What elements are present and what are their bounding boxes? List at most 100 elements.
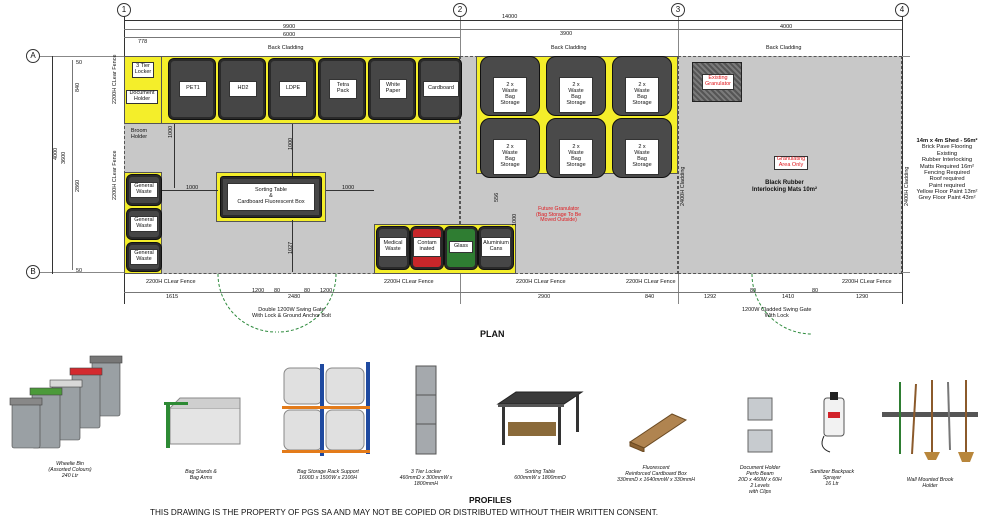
- dim-556: 556: [494, 192, 500, 202]
- bag-storage-4: 2 x Waste Bag Storage: [480, 118, 540, 178]
- dim-line-1027: [292, 220, 293, 272]
- fence-left-top: 2200H CLear Fence: [112, 54, 118, 104]
- grid-marker-2: 2: [453, 3, 467, 17]
- profile-caption-bag-stands: Bag Stands & Bag Arms: [185, 469, 217, 481]
- sorting-table-label: Sorting Table & Cardboard Fluorescent Bo…: [227, 183, 315, 211]
- bag-label: 2 x Waste Bag Storage: [559, 77, 593, 113]
- profile-caption-wheelie: Wheelie Bin (Assorted Colours) 240 Ltr: [48, 461, 92, 479]
- dim-line-left-inner: [72, 60, 73, 270]
- sorting-table: Sorting Table & Cardboard Fluorescent Bo…: [220, 176, 322, 218]
- bin-label: Contam inated: [413, 237, 441, 257]
- spec-list: 14m x 4m Shed - 56m² Brick Pave Flooring…: [905, 138, 989, 202]
- rubber-mats-label: Black Rubber Interlocking Mats 10m²: [752, 180, 818, 193]
- back-cladding-3: Back Cladding: [766, 45, 802, 51]
- dim-1290: 1290: [856, 294, 869, 300]
- bin-general-3: General Waste: [126, 242, 162, 272]
- footer-disclaimer: THIS DRAWING IS THE PROPERTY OF PGS SA A…: [150, 508, 658, 517]
- locker-label: 3 Tier Locker: [132, 62, 154, 78]
- bag-storage-6: 2 x Waste Bag Storage: [612, 118, 672, 178]
- bin-aluminium-cans: Aluminium Cans: [478, 226, 514, 270]
- bin-general-2: General Waste: [126, 208, 162, 240]
- bag-label: 2 x Waste Bag Storage: [625, 139, 659, 175]
- bin-label: General Waste: [130, 182, 158, 198]
- bin-label: LDPE: [279, 81, 307, 97]
- dim-1200b: 1200: [320, 288, 333, 294]
- bin-label: General Waste: [130, 249, 158, 265]
- bin-contaminated: Contam inated: [410, 226, 444, 270]
- bin-hd2: HD2: [218, 58, 266, 120]
- dim-4000-top: 4000: [780, 24, 793, 30]
- gate-2-label: 1200W Cladded Swing Gate With Lock: [742, 307, 812, 320]
- dim-1000a: 1000: [168, 125, 174, 138]
- gate-1-label: Double 1200W Swing Gate With Lock & Grou…: [252, 307, 331, 320]
- dim-2480: 2480: [288, 294, 301, 300]
- profile-caption-broom-holder: Wall Mounted Brook Holder: [906, 477, 954, 489]
- existing-granulator: Existing Granulator: [692, 62, 742, 102]
- bag-rack-image: [282, 362, 370, 456]
- dim-9900: 9900: [283, 24, 296, 30]
- existing-granulator-label: Existing Granulator: [702, 74, 734, 90]
- fluorescent-box-image: [628, 413, 688, 452]
- grid-marker-B: B: [26, 265, 40, 279]
- spec-item: Paint required: [928, 182, 966, 189]
- dim-left-3600: 3600: [61, 151, 67, 164]
- cladding-right-mid: 2400H Cladding: [680, 166, 686, 206]
- profile-caption-fluorescent-box: Fluorescent Reinforced Cardboard Box 330…: [616, 465, 696, 483]
- spec-item: Matts Required 16m²: [919, 163, 975, 170]
- dim-left-2860: 2860: [75, 179, 81, 192]
- dim-overall: 14000: [502, 14, 518, 20]
- spec-item: Roof required: [929, 176, 965, 183]
- dim-1000d: 1000: [342, 185, 355, 191]
- grid-marker-3: 3: [671, 3, 685, 17]
- back-cladding-1: Back Cladding: [268, 45, 304, 51]
- bin-label: Aluminium Cans: [481, 237, 511, 257]
- dim-line-1000d: [326, 190, 374, 191]
- spec-title: 14m x 4m Shed - 56m²: [916, 138, 978, 144]
- profile-caption-document-holder: Document Holder Perfo Beam 20D x 460W x …: [738, 465, 782, 495]
- bag-label: 2 x Waste Bag Storage: [625, 77, 659, 113]
- bin-label: PET1: [179, 81, 207, 97]
- dim-line-bottom: [124, 292, 902, 293]
- bag-storage-1: 2 x Waste Bag Storage: [480, 56, 540, 116]
- bag-storage-2: 2 x Waste Bag Storage: [546, 56, 606, 116]
- dim-1000b: 1000: [186, 185, 199, 191]
- broom-holder-label: Broom Holder: [130, 128, 148, 140]
- single-gate-swing: [751, 274, 813, 335]
- fence-bottom-5: 2200H CLear Fence: [842, 279, 892, 285]
- spec-item: Rubber Interlocking: [921, 157, 973, 164]
- dim-80d: 80: [812, 288, 819, 294]
- bin-label: HD2: [229, 81, 257, 97]
- grid-marker-A: A: [26, 49, 40, 63]
- bin-label: Glass: [449, 241, 473, 253]
- dim-3900: 3900: [560, 31, 573, 37]
- bin-pet1: PET1: [168, 58, 216, 120]
- profiles-title: PROFILES: [469, 495, 512, 505]
- fence-bottom-4: 2200H CLear Fence: [626, 279, 676, 285]
- fence-bottom-1: 2200H CLear Fence: [146, 279, 196, 285]
- bin-cardboard: Cardboard: [418, 58, 462, 120]
- bin-white-paper: White Paper: [368, 58, 416, 120]
- dim-line-1000a: [174, 124, 175, 188]
- dim-1000c: 1000: [288, 137, 294, 150]
- bin-tetra-pack: Tetra Pack: [318, 58, 366, 120]
- bin-label: White Paper: [379, 79, 407, 99]
- dim-80a: 80: [274, 288, 281, 294]
- bin-ldpe: LDPE: [268, 58, 316, 120]
- bag-stands-image: [164, 397, 241, 448]
- dim-line-row3: [124, 37, 460, 38]
- profile-caption-sorting-table: Sorting Table 600mmW x 1800mmD: [514, 469, 566, 481]
- dim-1615: 1615: [166, 294, 179, 300]
- dim-6000: 6000: [283, 32, 296, 38]
- profile-caption-locker: 3 Tier Locker 460mmD x 300mmW x 1800mmH: [399, 469, 453, 487]
- gridline-4: [902, 14, 903, 304]
- grid-marker-4: 4: [895, 3, 909, 17]
- profile-caption-sprayer: Sanitizer Backpack Sprayer 16 Ltr: [809, 469, 855, 487]
- sorting-table-image: [496, 391, 584, 445]
- grid-marker-1: 1: [117, 3, 131, 17]
- spec-item: Grey Floor Paint 43m²: [918, 195, 976, 202]
- plan-title: PLAN: [480, 329, 505, 339]
- dim-line-1000c: [292, 124, 293, 176]
- fence-left-mid: 2200H CLear Fence: [112, 150, 118, 200]
- dim-840: 840: [645, 294, 655, 300]
- locker-image: [415, 365, 437, 455]
